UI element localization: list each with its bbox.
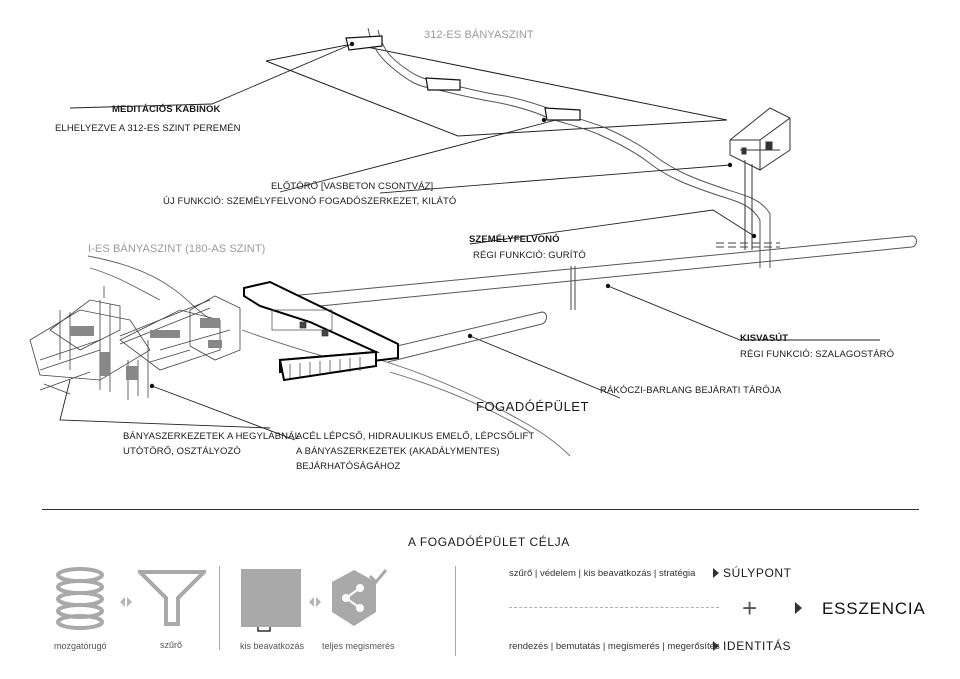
mine-structures-label-1: BÁNYASZERKEZETEK A HEGYLÁBNÁL — [123, 431, 300, 442]
icon-separator — [219, 566, 220, 650]
row1-text: szűrő | védelem | kis beavatkozás | stra… — [509, 568, 696, 579]
cave-label: RÁKÓCZI-BARLANG BEJÁRATI TÁRÓJA — [600, 385, 782, 396]
column-separator — [455, 566, 456, 656]
mining-structures-shade — [70, 318, 222, 380]
spring-icon — [56, 567, 104, 630]
rail-subtitle: RÉGI FUNKCIÓ: SZALAGOSTÁRÓ — [740, 349, 895, 360]
mine-structures-label-2: UTÓTÖRŐ, OSZTÁLYOZÓ — [123, 446, 241, 457]
forehead-subtitle: ÚJ FUNKCIÓ: SZEMÉLYFELVONÓ FOGADÓSZERKEZ… — [163, 196, 457, 207]
filter-caption: szűrő — [160, 640, 183, 650]
mining-structures — [29, 286, 241, 400]
full-discovery-icon — [332, 569, 388, 626]
lift-title: SZEMÉLYFELVONÓ — [469, 234, 560, 245]
callout-lines — [59, 43, 880, 441]
diamond-arrows-icon — [120, 597, 132, 607]
row2-keyword: IDENTITÁS — [723, 639, 792, 653]
row2-text: rendezés | bemutatás | megismerés | mege… — [509, 641, 720, 652]
rail-title: KISVASÚT — [740, 333, 789, 344]
full-discovery-caption: teljes megismerés — [322, 641, 395, 651]
upper-callout-plane — [265, 43, 728, 137]
stair-label-1: ACÉL LÉPCSŐ, HIDRAULIKUS EMELŐ, LÉPCSŐLI… — [296, 431, 535, 442]
lift-subtitle: RÉGI FUNKCIÓ: GURÍTÓ — [473, 250, 586, 261]
level-1-label: I-ES BÁNYASZINT (180-AS SZINT) — [88, 243, 266, 255]
arrow-right-icon — [713, 568, 719, 578]
stair-label-3: BEJÁRHATÓSÁGÁHOZ — [296, 461, 401, 472]
small-intervention-caption: kis beavatkozás — [240, 641, 305, 651]
forehead-tower — [729, 107, 791, 250]
section-divider — [42, 509, 919, 510]
stair-label-2: A BÁNYASZERKEZETEK (AKADÁLYMENTES) — [296, 446, 500, 457]
diamond-arrows-icon-2 — [309, 597, 321, 607]
arrow-right-icon-2 — [795, 602, 802, 614]
reception-glazing — [271, 309, 361, 378]
terrain-lines — [87, 255, 571, 457]
meditation-cabins — [345, 35, 581, 121]
row1-keyword: SÚLYPONT — [723, 566, 792, 580]
purpose-title: A FOGADÓÉPÜLET CÉLJA — [408, 535, 570, 549]
lift-shaft-marks — [570, 242, 780, 310]
result-essence: ESSZENCIA — [822, 599, 926, 618]
callout-dots — [149, 41, 757, 389]
small-intervention-icon — [241, 569, 301, 632]
plus-sign: + — [742, 593, 758, 623]
forehead-title: ELŐTÖRŐ [VASBETON CSONTVÁZ] — [271, 181, 434, 192]
reception-label: FOGADÓÉPÜLET — [476, 399, 589, 414]
level-312-label: 312-ES BÁNYASZINT — [424, 29, 534, 41]
upper-tunnel — [367, 27, 771, 268]
cabins-subtitle: ELHELYEZVE A 312-ES SZINT PEREMÉN — [55, 123, 241, 134]
spring-caption: mozgatórugó — [54, 641, 107, 651]
lower-tunnels — [289, 235, 917, 363]
cabins-title: MEDITÁCIÓS KABINOK — [112, 104, 221, 115]
arrow-right-icon-3 — [713, 641, 719, 651]
filter-icon — [138, 570, 206, 626]
dashed-separator — [509, 607, 719, 608]
reception-building — [243, 280, 399, 382]
